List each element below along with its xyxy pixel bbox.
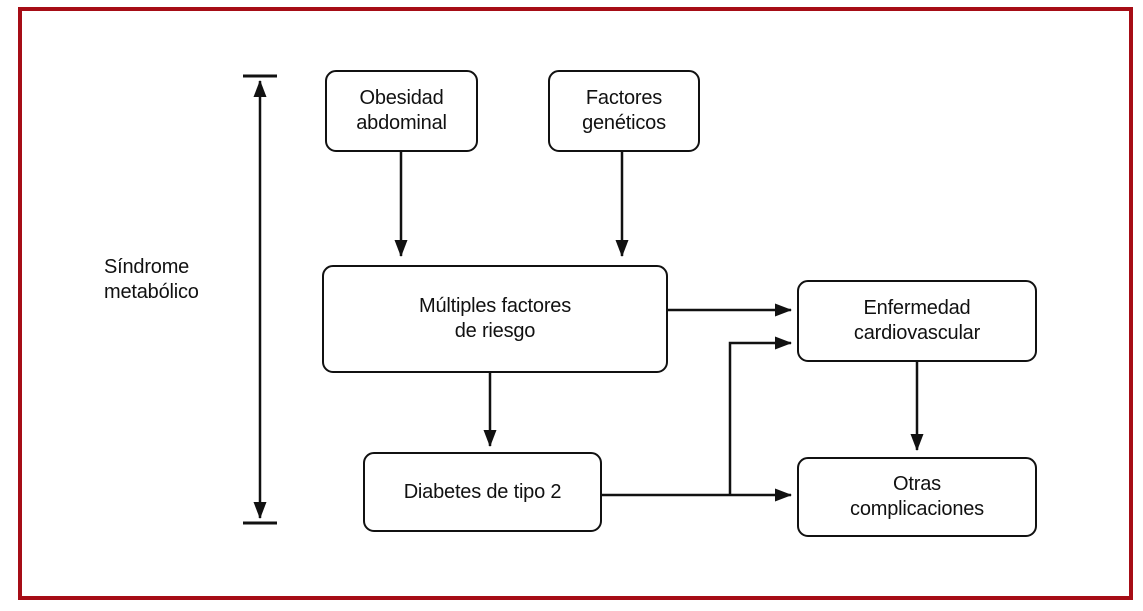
- node-label-line: abdominal: [356, 112, 447, 134]
- node-enfermedad-cardiovascular: Enfermedad cardiovascular: [797, 280, 1037, 362]
- node-diabetes-tipo-2: Diabetes de tipo 2: [363, 452, 602, 532]
- node-label-line: Múltiples factores: [418, 295, 571, 317]
- side-label-line: metabólico: [104, 281, 199, 303]
- node-otras-complicaciones: Otras complicaciones: [797, 457, 1037, 537]
- node-multiples-factores-riesgo: Múltiples factores de riesgo: [322, 265, 668, 373]
- node-label-line: Diabetes de tipo 2: [403, 480, 562, 503]
- node-label-line: complicaciones: [850, 498, 984, 520]
- side-label-sindrome-metabolico: Síndrome metabólico: [104, 255, 244, 305]
- node-obesidad-abdominal: Obesidad abdominal: [325, 70, 478, 152]
- node-label-line: Enfermedad: [863, 297, 971, 319]
- figure-border-frame: [18, 7, 1133, 600]
- node-label-line: cardiovascular: [853, 322, 981, 344]
- node-label-line: Factores: [585, 87, 663, 109]
- node-label-line: Otras: [893, 473, 941, 495]
- node-label-line: de riesgo: [454, 320, 536, 342]
- node-label-line: Obesidad: [359, 87, 444, 109]
- node-label-line: genéticos: [582, 112, 666, 134]
- side-label-line: Síndrome: [104, 256, 190, 278]
- node-factores-geneticos: Factores genéticos: [548, 70, 700, 152]
